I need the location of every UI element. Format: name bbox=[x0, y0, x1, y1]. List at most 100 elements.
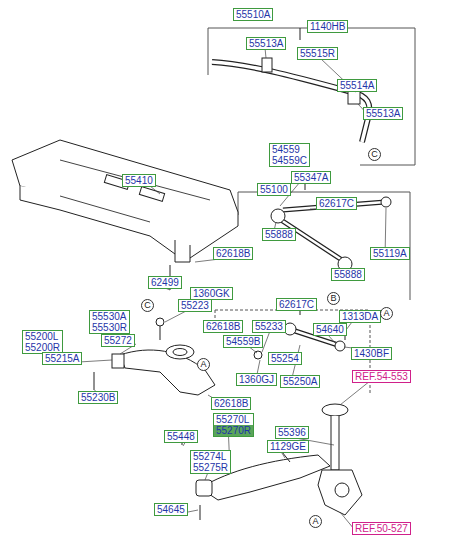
part-number: 55530R bbox=[92, 322, 127, 333]
part-number: 55233 bbox=[255, 321, 283, 332]
callout-box: 1360GJ bbox=[236, 373, 277, 386]
callout-box: 55270L55270R bbox=[213, 413, 254, 437]
part-number: C bbox=[142, 300, 153, 311]
callout-box: 62618B bbox=[213, 247, 253, 260]
part-number: 55448 bbox=[167, 431, 195, 442]
callout-box: REF.54-553 bbox=[352, 370, 411, 383]
stabilizer-bar bbox=[212, 62, 369, 142]
callout-box: 55223 bbox=[178, 299, 212, 312]
part-number: 1360GJ bbox=[239, 374, 274, 385]
part-number: 62617C bbox=[279, 299, 314, 310]
part-number: 1360GK bbox=[193, 288, 230, 299]
bolt bbox=[94, 372, 95, 390]
bolt bbox=[300, 28, 301, 40]
reference-circle: A bbox=[309, 515, 322, 528]
part-number: 55270R bbox=[214, 425, 253, 436]
reference-circle: B bbox=[327, 292, 340, 305]
callout-box: 55233 bbox=[252, 320, 286, 333]
part-number: 55514A bbox=[340, 80, 374, 91]
callout-box: 55530A55530R bbox=[89, 310, 130, 334]
leader-lines bbox=[62, 48, 386, 529]
group-bracket bbox=[238, 192, 410, 300]
callout-box: 55100 bbox=[257, 183, 291, 196]
callout-box: 1140HB bbox=[307, 20, 348, 33]
bushing bbox=[381, 197, 391, 207]
callout-box: 55513A bbox=[363, 107, 403, 120]
part-number: 55513A bbox=[366, 108, 400, 119]
callout-box: 55347A bbox=[291, 171, 331, 184]
callout-box: 55230B bbox=[78, 391, 118, 404]
callout-box: 1313DA bbox=[339, 310, 381, 323]
callout-box: 55272 bbox=[101, 334, 135, 347]
group-bracket bbox=[208, 28, 415, 165]
part-number: A bbox=[198, 359, 209, 370]
callout-box: 55515R bbox=[297, 47, 338, 60]
part-number: 54559B bbox=[226, 336, 260, 347]
callout-box: 55410 bbox=[122, 174, 156, 187]
shock-absorber bbox=[331, 416, 339, 470]
part-number: 55515R bbox=[300, 48, 335, 59]
crossmember bbox=[20, 186, 238, 258]
part-number: 55230B bbox=[81, 392, 115, 403]
hub bbox=[335, 483, 349, 497]
reference-circle: C bbox=[368, 148, 381, 161]
part-number: 55410 bbox=[125, 175, 153, 186]
bushing bbox=[348, 90, 360, 104]
part-number: 55119A bbox=[373, 248, 407, 259]
part-number: B bbox=[328, 293, 339, 304]
bolt bbox=[282, 452, 290, 462]
crossmember bbox=[60, 160, 210, 222]
bolt bbox=[160, 326, 161, 340]
part-number: 55396 bbox=[278, 427, 306, 438]
callout-box: 55448 bbox=[164, 430, 198, 443]
knuckle bbox=[318, 470, 362, 515]
callout-box: 1430BF bbox=[351, 347, 392, 360]
part-number: 62617C bbox=[319, 198, 354, 209]
callout-box: REF.50-527 bbox=[352, 522, 411, 535]
callout-box: 55119A bbox=[370, 247, 410, 260]
callout-box: 62617C bbox=[276, 298, 317, 311]
callout-box: 1129GE bbox=[267, 440, 309, 453]
shock-mount bbox=[322, 404, 348, 416]
bushing bbox=[271, 209, 285, 223]
callout-box: 54559B bbox=[223, 335, 263, 348]
callout-box: 62618B bbox=[211, 397, 251, 410]
callout-box: 62499 bbox=[148, 276, 182, 289]
callout-box: 5455954559C bbox=[269, 143, 310, 167]
callout-box: 62618B bbox=[203, 320, 243, 333]
bushing bbox=[196, 480, 212, 496]
part-number: 55530A bbox=[92, 311, 127, 322]
part-number: 1140HB bbox=[310, 21, 345, 32]
part-number: 55272 bbox=[104, 335, 132, 346]
part-number: 55888 bbox=[334, 269, 362, 280]
stabilizer-bar bbox=[212, 62, 369, 142]
callout-box: 55888 bbox=[262, 228, 296, 241]
part-number: 54640 bbox=[316, 324, 344, 335]
callout-box: 55200L55200R bbox=[22, 330, 63, 354]
spring-seat bbox=[173, 349, 187, 356]
part-number: 55347A bbox=[294, 172, 328, 183]
spring-seat bbox=[166, 345, 194, 359]
part-number: 55274L bbox=[193, 451, 228, 462]
callout-box: 62617C bbox=[316, 197, 357, 210]
callout-box: 55510A bbox=[233, 8, 273, 21]
bushing bbox=[262, 58, 272, 72]
part-number: 55250A bbox=[283, 376, 317, 387]
part-number: A bbox=[310, 516, 321, 527]
part-number: 1430BF bbox=[354, 348, 389, 359]
part-number: 1129GE bbox=[270, 441, 306, 452]
part-number: 54645 bbox=[157, 504, 185, 515]
lower-arm bbox=[120, 350, 215, 395]
reference-circle: A bbox=[380, 307, 393, 320]
callout-box: 55254 bbox=[268, 352, 302, 365]
part-number: 55200L bbox=[25, 331, 60, 342]
reference-circle: C bbox=[141, 299, 154, 312]
part-number: 55275R bbox=[193, 462, 228, 473]
callout-box: 55274L55275R bbox=[190, 450, 231, 474]
part-number: 55100 bbox=[260, 184, 288, 195]
bushing bbox=[156, 318, 164, 326]
callout-box: 54645 bbox=[154, 503, 188, 516]
ball-joint bbox=[335, 341, 345, 351]
callout-box: 55215A bbox=[42, 352, 82, 365]
